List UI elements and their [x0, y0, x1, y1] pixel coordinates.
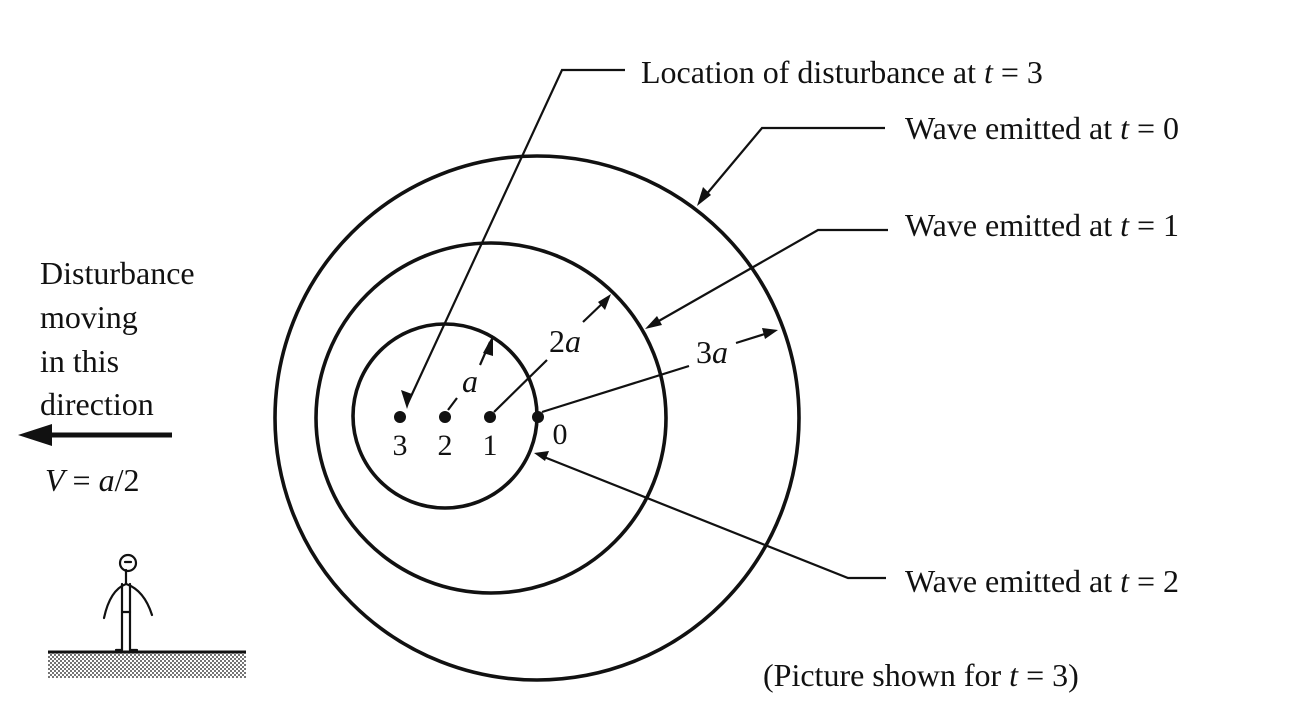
radius-2a	[493, 294, 611, 413]
motion-line-1: Disturbance	[40, 255, 195, 291]
point-3	[394, 411, 406, 423]
point-2	[439, 411, 451, 423]
callout-location-eq: =	[1001, 54, 1019, 90]
callout-wave-t1-val: 1	[1163, 207, 1179, 243]
disturbance-points	[394, 411, 544, 423]
callout-wave-t0-t: t	[1120, 110, 1130, 146]
motion-direction-arrow	[18, 424, 172, 446]
callout-location-text: Location of disturbance at	[641, 54, 976, 90]
callout-wave-t1-t: t	[1120, 207, 1130, 243]
point-label-2: 2	[438, 429, 453, 462]
point-0	[532, 411, 544, 423]
point-label-3: 3	[393, 429, 408, 462]
velocity-v: V	[45, 462, 68, 498]
velocity-a: a	[99, 462, 115, 498]
callout-wave-t0-text: Wave emitted at	[905, 110, 1112, 146]
point-label-0: 0	[553, 418, 568, 451]
callout-wave-t1: Wave emitted at t = 1	[905, 207, 1179, 243]
callout-wave-t2-val: 2	[1163, 563, 1179, 599]
ground-surface	[48, 650, 246, 678]
velocity-eq: =	[73, 462, 91, 498]
leader-location	[401, 68, 625, 409]
callout-location: Location of disturbance at t = 3	[641, 54, 1043, 90]
callout-location-val: 3	[1027, 54, 1043, 90]
callout-location-t: t	[984, 54, 994, 90]
picture-time-note: (Picture shown for t = 3)	[763, 657, 1079, 693]
callout-wave-t0: Wave emitted at t = 0	[905, 110, 1179, 146]
picture-note-t: t	[1009, 657, 1019, 693]
radius-sym-2a: a	[565, 323, 581, 359]
point-label-1: 1	[483, 429, 498, 462]
radius-label-2a: 2a	[549, 323, 581, 359]
callout-wave-t1-text: Wave emitted at	[905, 207, 1112, 243]
radius-sym-3a: a	[712, 334, 728, 370]
radius-coef-3: 3	[696, 334, 712, 370]
observer-figure	[102, 553, 154, 652]
velocity-div: /2	[115, 462, 140, 498]
velocity-label: V = a/2	[45, 462, 139, 498]
radius-a	[447, 335, 493, 411]
point-1	[484, 411, 496, 423]
motion-line-4: direction	[40, 386, 154, 422]
callout-wave-t2: Wave emitted at t = 2	[905, 563, 1179, 599]
motion-line-2: moving	[40, 299, 138, 335]
picture-note-close: = 3)	[1026, 657, 1079, 693]
radius-label-3a: 3a	[696, 334, 728, 370]
callout-wave-t2-text: Wave emitted at	[905, 563, 1112, 599]
leader-wave-t0	[697, 126, 885, 206]
motion-line-3: in this	[40, 343, 119, 379]
wave-front-t1	[314, 241, 668, 595]
callout-wave-t2-eq: =	[1137, 563, 1155, 599]
callout-wave-t0-eq: =	[1137, 110, 1155, 146]
leader-wave-t2	[534, 451, 886, 580]
callout-wave-t2-t: t	[1120, 563, 1130, 599]
callout-wave-t0-val: 0	[1163, 110, 1179, 146]
radius-3a	[541, 328, 778, 414]
wave-front-t0	[273, 154, 801, 682]
radius-coef-2: 2	[549, 323, 565, 359]
callout-wave-t1-eq: =	[1137, 207, 1155, 243]
radius-label-a: a	[462, 363, 478, 399]
picture-note-open: (Picture shown for	[763, 657, 1002, 693]
leader-wave-t1	[645, 228, 888, 329]
